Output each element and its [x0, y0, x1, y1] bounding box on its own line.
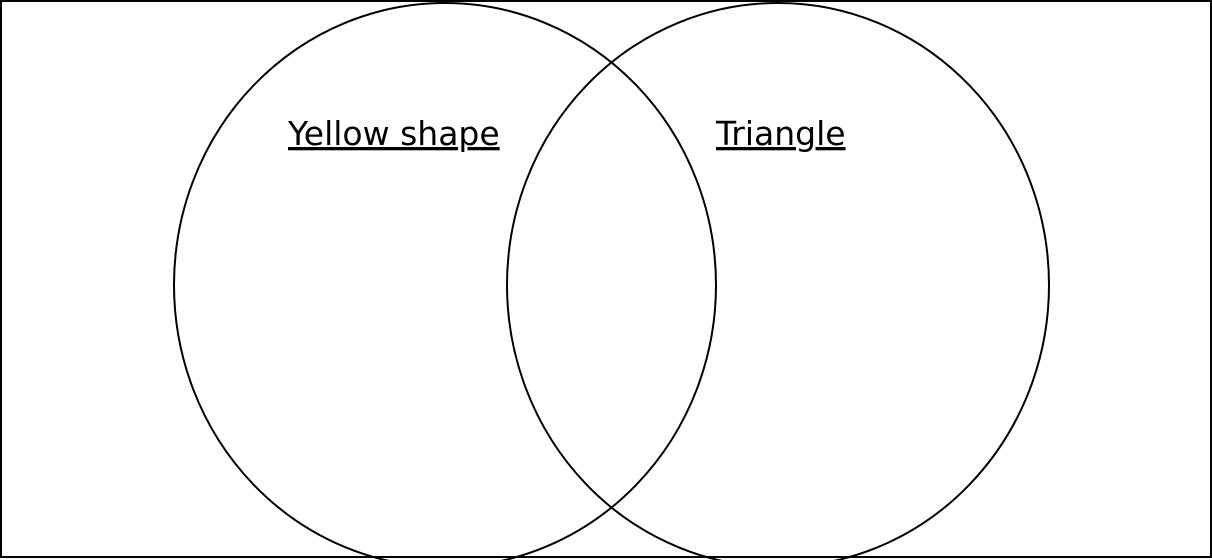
left-set-circle [173, 2, 717, 560]
right-set-label: Triangle [715, 114, 846, 153]
right-set-circle [506, 2, 1050, 560]
left-set-label: Yellow shape [287, 114, 500, 153]
